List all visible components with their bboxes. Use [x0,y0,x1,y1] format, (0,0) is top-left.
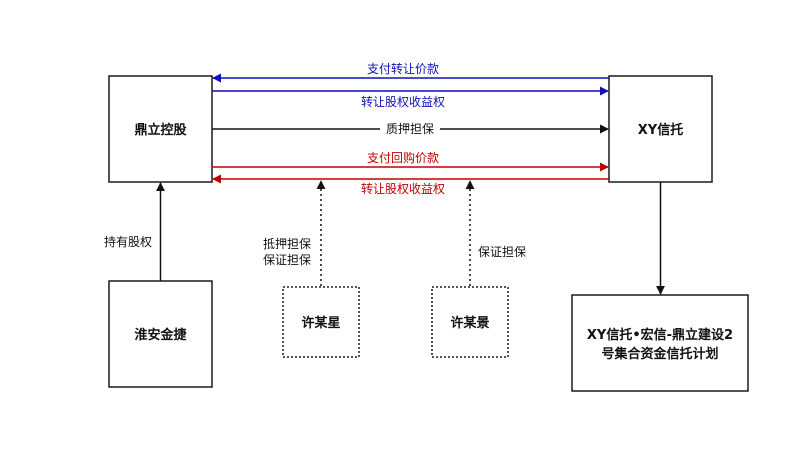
node-xumouxing: 许某星 [282,286,360,358]
node-dingli: 鼎立控股 [108,75,213,183]
edge-hold-equity-label: 持有股权 [104,234,152,249]
node-xumoujing: 许某景 [431,286,509,358]
node-huaian: 淮安金捷 [108,280,213,388]
edge-mortgage-label-2: 保证担保 [263,253,311,267]
edge-pay-buyback: 支付回购价款 [212,150,609,172]
edge-mortgage: 抵押担保 保证担保 [263,180,326,286]
edge-pay-buyback-label: 支付回购价款 [367,150,439,165]
node-xy-trust-label: XY信托 [638,122,683,138]
edge-transfer-rights-2: 转让股权收益权 [212,174,609,196]
node-xumoujing-label: 许某景 [450,315,489,331]
edge-pledge: 质押担保 [212,121,609,137]
edge-pay-transfer-label: 支付转让价款 [367,61,439,76]
node-trust-plan-label-1: XY信托•宏信-鼎立建设2 [587,327,733,343]
edge-guarantee: 保证担保 [465,180,526,286]
edge-transfer-rights-2-label: 转让股权收益权 [361,181,445,196]
edge-guarantee-label: 保证担保 [478,245,526,259]
node-huaian-label: 淮安金捷 [133,327,187,343]
edge-transfer-rights-1: 转让股权收益权 [212,86,609,109]
edge-hold-equity: 持有股权 [104,182,165,281]
node-xumouxing-label: 许某星 [301,315,340,331]
node-trust-plan-label-2: 号集合资金信托计划 [601,346,718,362]
edge-mortgage-label-1: 抵押担保 [263,237,311,251]
node-xy-trust: XY信托 [608,75,713,183]
edge-pay-transfer: 支付转让价款 [212,61,609,83]
edge-pledge-label: 质押担保 [386,122,434,136]
node-trust-plan: XY信托•宏信-鼎立建设2 号集合资金信托计划 [571,294,749,392]
edge-transfer-rights-1-label: 转让股权收益权 [361,94,445,109]
node-dingli-label: 鼎立控股 [134,122,186,138]
